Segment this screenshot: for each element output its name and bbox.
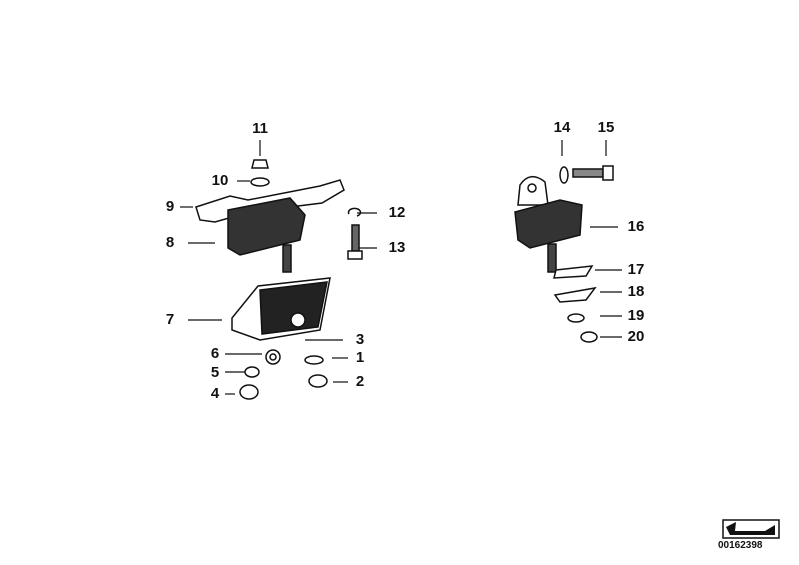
part-label-11: 11 [252, 120, 268, 137]
part-label-5: 5 [210, 364, 220, 381]
left-mount-assembly [195, 159, 363, 400]
part-label-17: 17 [627, 261, 645, 278]
part-label-14: 14 [553, 119, 571, 136]
part-label-7: 7 [165, 311, 175, 328]
part-label-20: 20 [627, 328, 645, 345]
part-label-15: 15 [597, 119, 615, 136]
part-label-3: 3 [355, 331, 365, 348]
part-label-4: 4 [210, 385, 220, 402]
part-label-9: 9 [165, 198, 175, 215]
part-label-12: 12 [388, 204, 406, 221]
part-label-8: 8 [165, 234, 175, 251]
part-label-10: 10 [211, 172, 229, 189]
leader-lines [180, 140, 622, 395]
part-label-18: 18 [627, 283, 645, 300]
diagram-reference-number: 00162398 [718, 540, 763, 551]
right-mount-assembly [514, 165, 614, 343]
catalog-logo [722, 519, 780, 539]
part-label-19: 19 [627, 307, 645, 324]
part-label-13: 13 [388, 239, 406, 256]
part-label-1: 1 [355, 349, 365, 366]
part-label-16: 16 [627, 218, 645, 235]
part-label-2: 2 [355, 373, 365, 390]
part-label-6: 6 [210, 345, 220, 362]
